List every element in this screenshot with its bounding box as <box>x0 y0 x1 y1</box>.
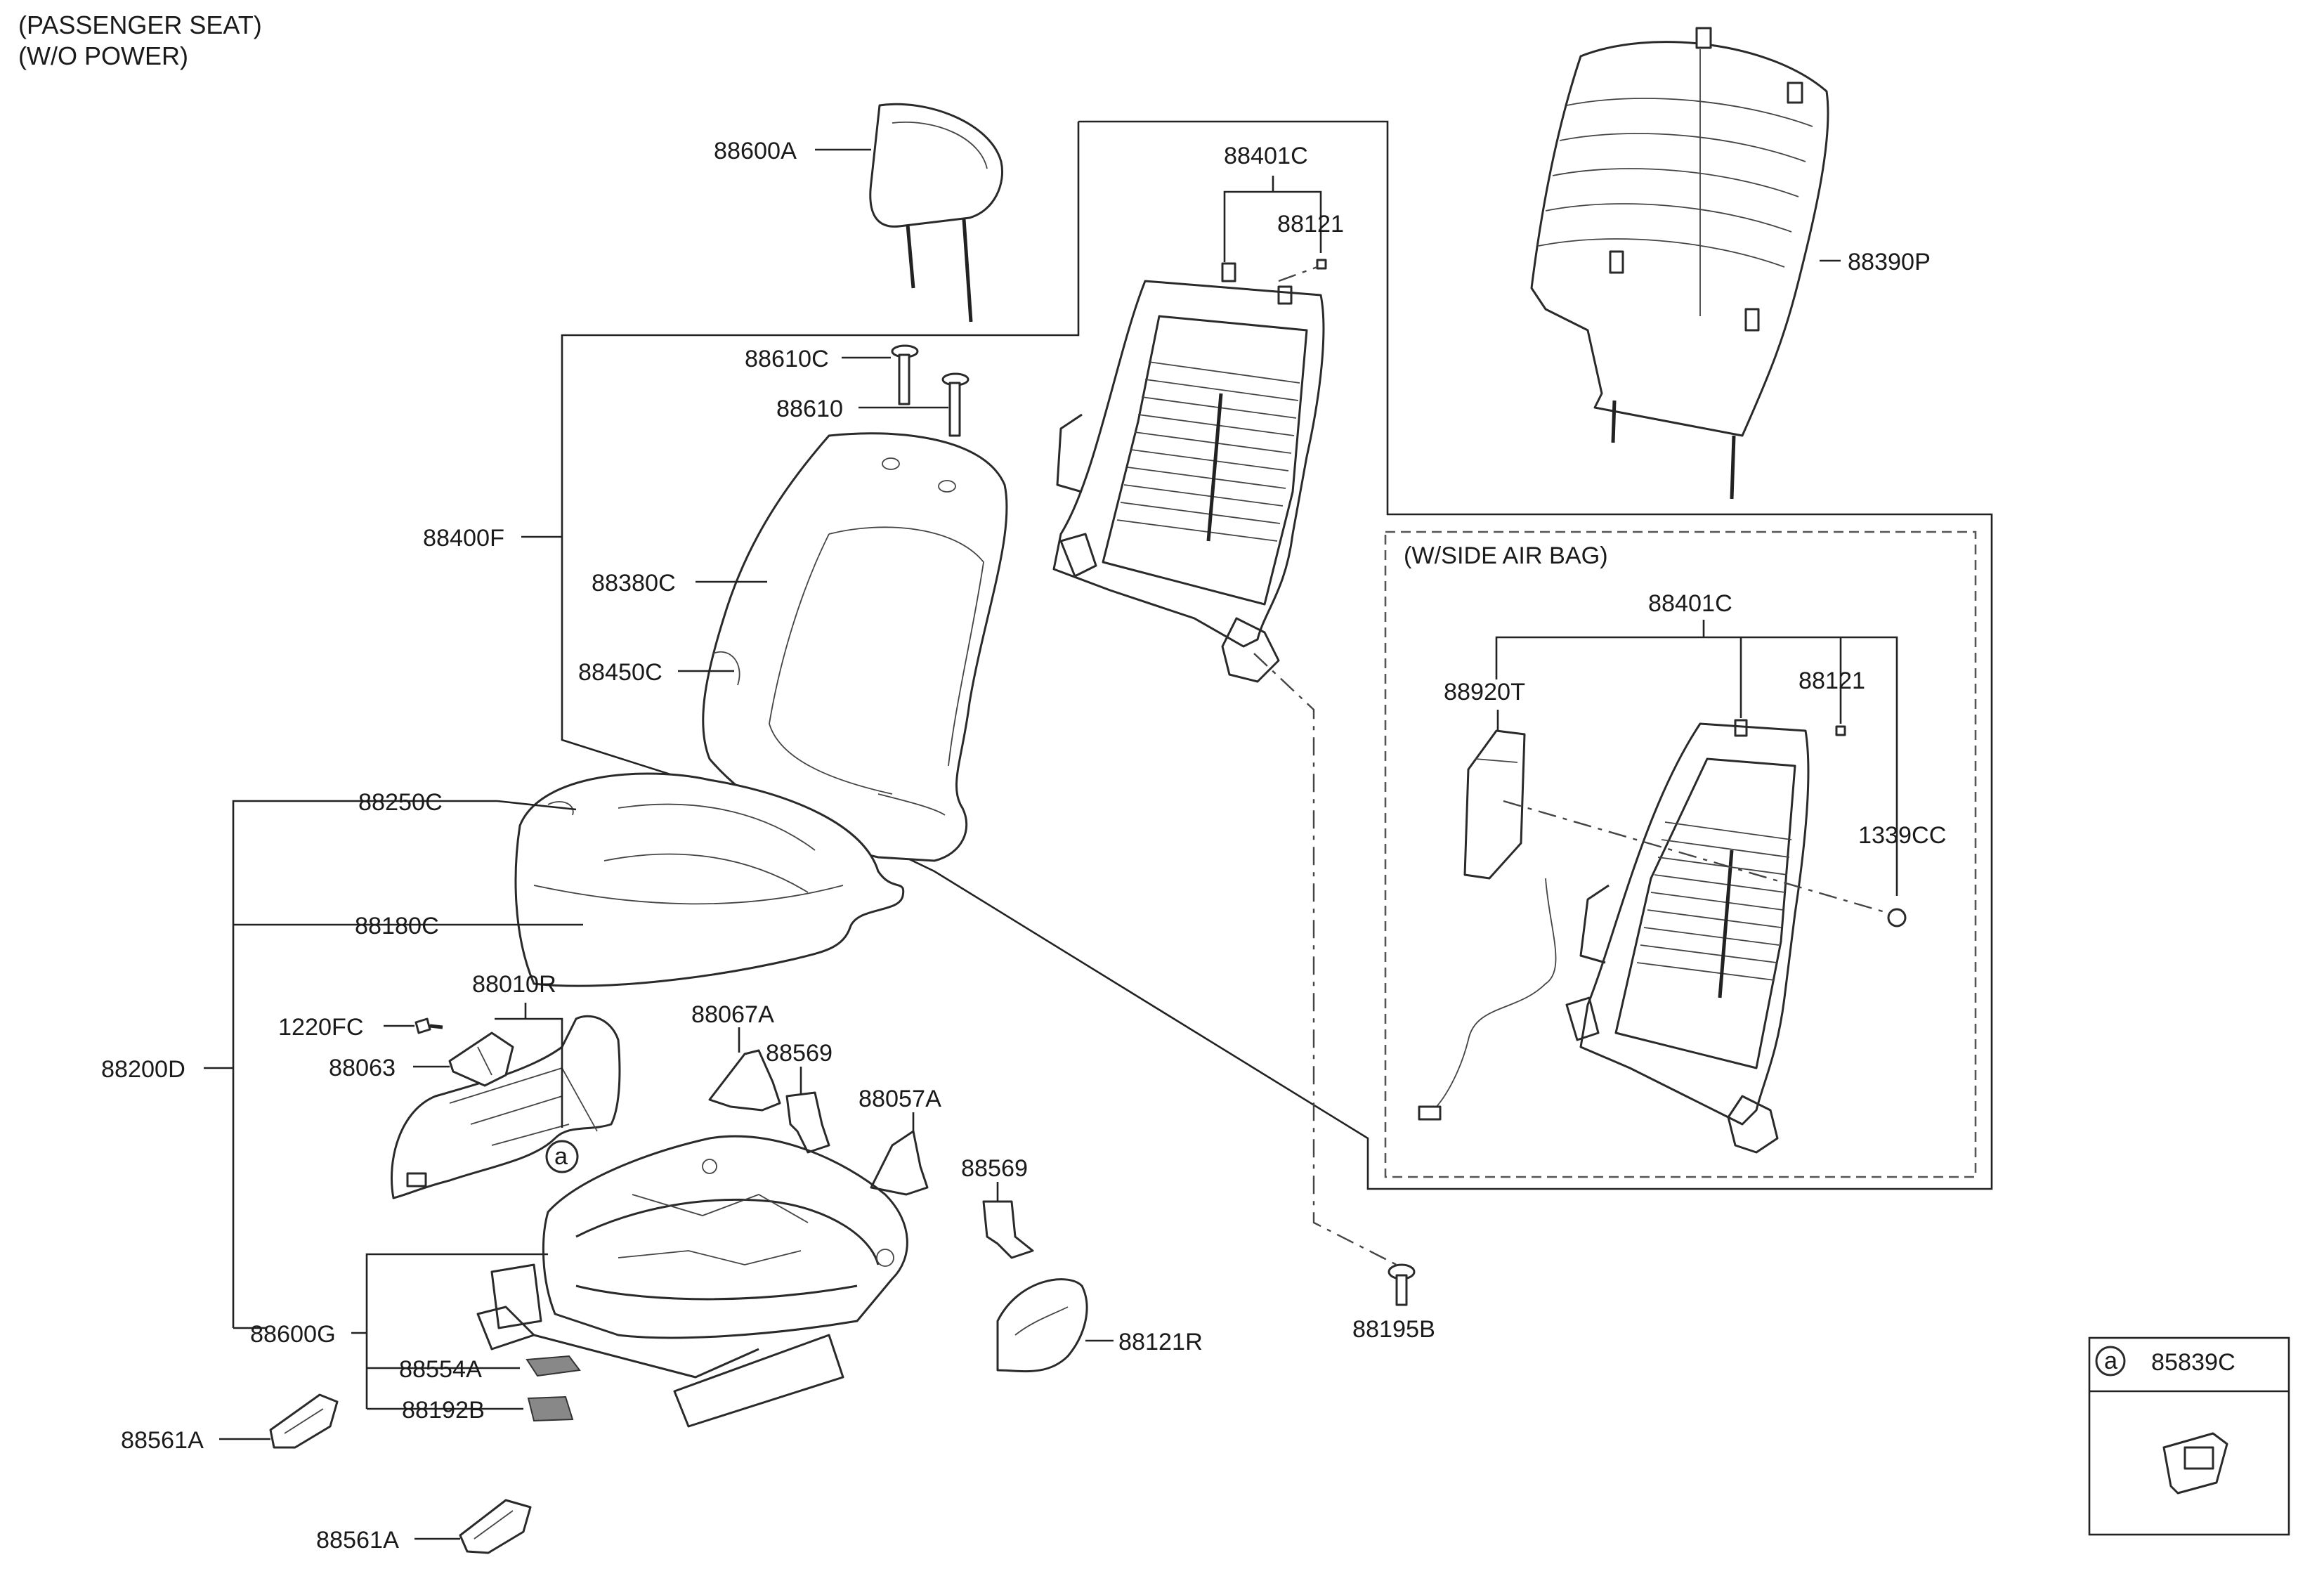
label-88561a-1: 88561A <box>121 1427 204 1454</box>
seatback-pad-88390p <box>1530 27 1829 500</box>
foot-cover-88561a-1 <box>269 1393 339 1449</box>
airbag-mount-centerline <box>1503 800 1891 915</box>
bracket-88057a <box>870 1130 929 1196</box>
seatback-frame-88401c-b <box>1565 719 1810 1154</box>
label-85839c: 85839C <box>2151 1349 2235 1376</box>
bracket-88063 <box>448 1031 514 1087</box>
bracket-88067a <box>708 1049 781 1112</box>
label-88610: 88610 <box>776 396 843 422</box>
detail-box-a <box>2088 1336 2290 1536</box>
header-line-2: (W/O POWER) <box>18 41 188 70</box>
label-88121-b: 88121 <box>1799 668 1865 694</box>
side-airbag-box <box>1384 531 1977 1178</box>
airbag-module-88920t <box>1418 729 1557 1121</box>
clip-88569-a <box>785 1091 830 1154</box>
label-88561a-2: 88561A <box>316 1527 399 1554</box>
label-88554a: 88554A <box>399 1356 482 1383</box>
label-88401c: 88401C <box>1224 143 1308 169</box>
detail-box-letter: a <box>2104 1348 2118 1374</box>
headrest-88600a <box>869 103 1003 323</box>
label-88010r: 88010R <box>472 971 556 998</box>
label-88057a: 88057A <box>859 1086 941 1112</box>
label-88380c: 88380C <box>592 570 676 597</box>
label-88180c: 88180C <box>355 913 439 939</box>
cushion-frame-88600g <box>476 1135 908 1428</box>
label-88450c: 88450C <box>578 659 662 686</box>
side-airbag-box-title: (W/SIDE AIR BAG) <box>1404 542 1608 569</box>
leader-88121-dash <box>1278 266 1318 282</box>
label-88920t: 88920T <box>1444 679 1525 705</box>
leader-88250c <box>497 800 577 811</box>
bolt-centerline <box>1253 653 1397 1266</box>
label-88192b: 88192B <box>402 1397 485 1424</box>
label-88569-a: 88569 <box>766 1040 833 1067</box>
clip-88569-b <box>982 1200 1034 1259</box>
seatback-frame-88401c <box>1052 262 1325 683</box>
foot-cover-88561a-2 <box>459 1499 532 1554</box>
headrest-guide-88610c <box>891 344 919 405</box>
screw-1220fc <box>414 1017 443 1034</box>
leader-88401c-b <box>1495 636 1898 896</box>
group-bracket-88200d <box>204 800 497 1329</box>
label-88200d: 88200D <box>101 1056 185 1083</box>
label-1339cc: 1339CC <box>1858 822 1946 849</box>
label-88400f: 88400F <box>423 525 504 552</box>
callout-circle-a-letter: a <box>554 1143 568 1170</box>
headrest-guide-88610 <box>941 372 970 437</box>
recliner-cover-88121r <box>996 1278 1088 1373</box>
label-88063: 88063 <box>329 1055 396 1081</box>
label-88390p: 88390P <box>1848 249 1931 275</box>
label-88600g: 88600G <box>250 1321 336 1348</box>
label-88569-b: 88569 <box>961 1155 1028 1182</box>
nut-1339cc <box>1887 908 1907 928</box>
label-88250c: 88250C <box>358 789 443 816</box>
label-88121r: 88121R <box>1118 1329 1203 1355</box>
seat-cushion-88180c <box>514 772 905 987</box>
bolt-88195b <box>1388 1263 1416 1306</box>
part-88554a <box>525 1355 581 1377</box>
group-bracket-88400f <box>521 120 1993 1190</box>
label-88121: 88121 <box>1277 211 1344 237</box>
label-88067a: 88067A <box>691 1001 774 1028</box>
part-88192b <box>527 1395 574 1422</box>
leader-88010r <box>495 1017 563 1128</box>
nut-88121 <box>1316 259 1327 270</box>
label-88610c: 88610C <box>745 346 829 372</box>
label-88195b: 88195B <box>1352 1316 1435 1343</box>
nut-88121-b <box>1835 725 1846 736</box>
label-1220fc: 1220FC <box>278 1014 364 1041</box>
label-88600a: 88600A <box>714 138 797 164</box>
callout-circle-a <box>545 1140 579 1173</box>
group-bracket-88600g <box>351 1253 548 1410</box>
header-line-1: (PASSENGER SEAT) <box>18 11 262 39</box>
seatback-cover-88380c <box>702 432 1008 862</box>
label-88401c-b: 88401C <box>1648 590 1732 617</box>
